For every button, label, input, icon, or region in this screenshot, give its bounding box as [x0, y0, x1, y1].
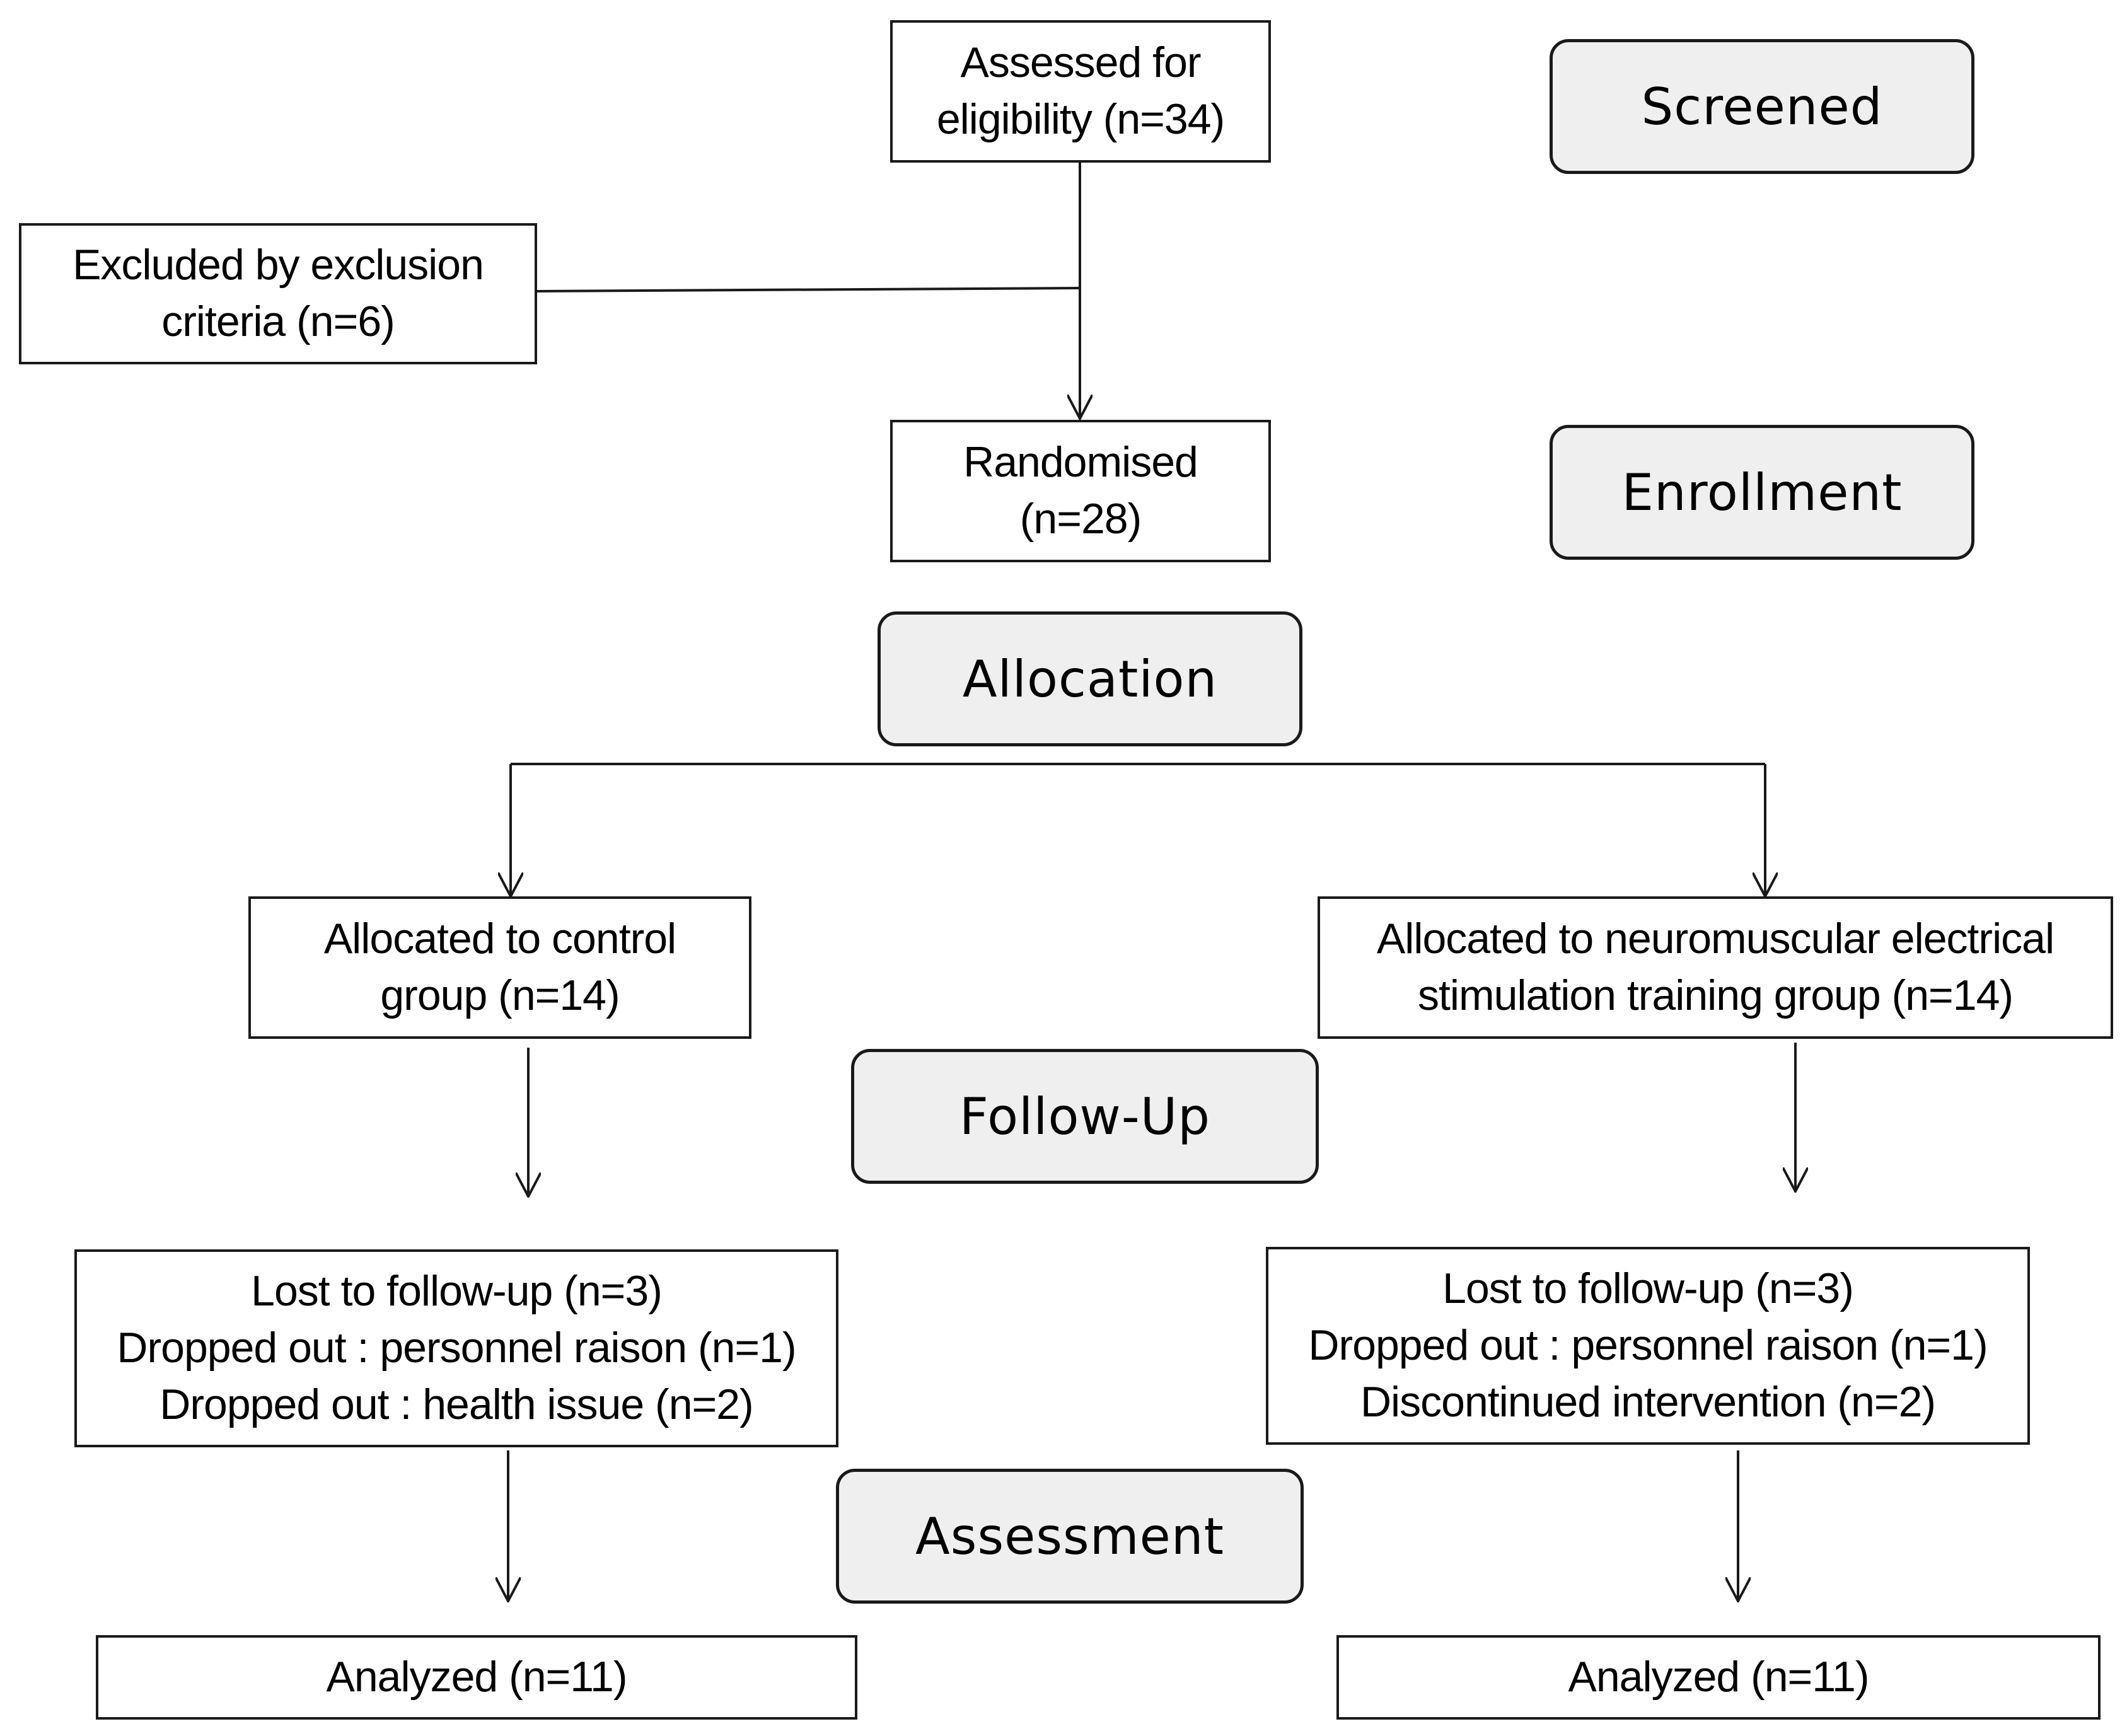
- nmes-lost-box: Lost to follow-up (n=3) Dropped out : pe…: [1266, 1247, 2030, 1445]
- box-line: eligibility (n=34): [936, 95, 1225, 143]
- box-line: group (n=14): [380, 971, 620, 1019]
- box-line: criteria (n=6): [161, 298, 395, 345]
- box-line: Allocated to neuromuscular electrical: [1376, 915, 2055, 963]
- stage-followup: Follow-Up: [851, 1049, 1319, 1184]
- stage-assessment: Assessment: [836, 1469, 1304, 1604]
- box-line: (n=28): [1019, 495, 1142, 543]
- box-line: Analyzed (n=11): [1568, 1653, 1869, 1701]
- box-line: Randomised: [963, 438, 1198, 487]
- box-line: Dropped out : personnel raison (n=1): [1308, 1321, 1988, 1370]
- box-line: Excluded by exclusion: [72, 241, 484, 289]
- box-line: Lost to follow-up (n=3): [251, 1267, 663, 1316]
- excluded-box: Excluded by exclusion criteria (n=6): [19, 223, 537, 364]
- box-line: Analyzed (n=11): [326, 1653, 627, 1701]
- box-line: Discontinued intervention (n=2): [1360, 1377, 1936, 1426]
- stage-allocation: Allocation: [878, 611, 1302, 746]
- stage-enrollment: Enrollment: [1550, 425, 1974, 560]
- box-line: Assessed for: [960, 38, 1201, 87]
- box-line: Dropped out : personnel raison (n=1): [117, 1324, 796, 1372]
- nmes-allocated-box: Allocated to neuromuscular electrical st…: [1318, 896, 2113, 1039]
- control-analyzed-box: Analyzed (n=11): [96, 1635, 857, 1720]
- exclusion-branch-line: [535, 287, 1081, 292]
- box-line: Lost to follow-up (n=3): [1442, 1264, 1854, 1313]
- stage-screened: Screened: [1550, 39, 1974, 174]
- assessed-eligibility-box: Assessed for eligibility (n=34): [890, 20, 1271, 163]
- nmes-analyzed-box: Analyzed (n=11): [1336, 1635, 2101, 1720]
- randomised-box: Randomised (n=28): [890, 420, 1271, 562]
- control-allocated-box: Allocated to control group (n=14): [248, 896, 751, 1039]
- box-line: stimulation training group (n=14): [1417, 971, 2014, 1019]
- box-line: Dropped out : health issue (n=2): [159, 1380, 753, 1428]
- box-line: Allocated to control: [323, 915, 676, 963]
- control-lost-box: Lost to follow-up (n=3) Dropped out : pe…: [74, 1249, 838, 1447]
